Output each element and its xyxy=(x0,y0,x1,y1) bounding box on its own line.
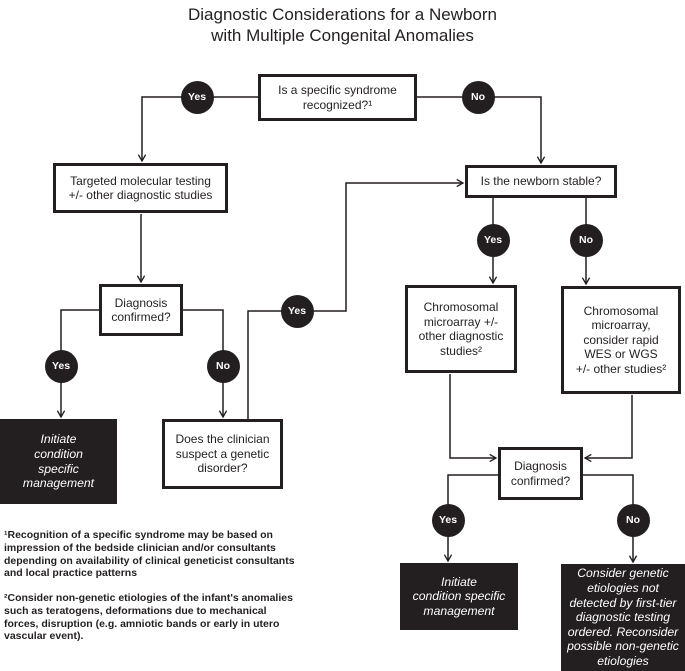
footnote-2: ²Consider non-genetic etiologies of the … xyxy=(4,592,293,643)
node-diagnosis-confirmed-left: Diagnosis confirmed? xyxy=(99,284,183,336)
node-syndrome-recognized: Is a specific syndrome recognized?¹ xyxy=(258,74,417,121)
node-clinician-suspect-genetic: Does the clinician suspect a genetic dis… xyxy=(162,419,283,489)
decision-no-diagnosis-left: No xyxy=(206,349,240,383)
connector-syndrome-yes-to-targeted xyxy=(137,96,259,163)
node-targeted-molecular-testing-label: Targeted molecular testing +/- other dia… xyxy=(68,173,213,203)
connector-microarray-to-diagnosis-right xyxy=(449,374,498,463)
node-consider-other-etiologies-label: Consider genetic etiologies not detected… xyxy=(567,566,679,668)
node-chromosomal-microarray-rapid-label: Chromosomal microarray, consider rapid W… xyxy=(575,303,667,376)
connector-clinician-yes-to-stable xyxy=(247,178,465,419)
decision-no-diagnosis-right: No xyxy=(616,503,650,537)
page-title: Diagnostic Considerations for a Newborn … xyxy=(188,5,497,45)
node-consider-other-etiologies: Consider genetic etiologies not detected… xyxy=(561,564,685,671)
decision-no-syndrome: No xyxy=(461,80,495,114)
node-diagnosis-confirmed-right-label: Diagnosis confirmed? xyxy=(510,459,571,488)
decision-yes-diagnosis-left: Yes xyxy=(44,349,78,383)
node-initiate-management-left: Initiate condition specific management xyxy=(0,419,117,504)
node-diagnosis-confirmed-left-label: Diagnosis confirmed? xyxy=(111,295,171,325)
decision-yes-stable: Yes xyxy=(476,223,510,257)
node-targeted-molecular-testing: Targeted molecular testing +/- other dia… xyxy=(53,163,228,213)
node-newborn-stable: Is the newborn stable? xyxy=(465,165,617,198)
node-chromosomal-microarray-label: Chromosomal microarray +/- other diagnos… xyxy=(418,300,504,358)
decision-yes-clinician: Yes xyxy=(280,294,314,328)
node-initiate-management-right: Initiate condition specific management xyxy=(400,563,518,630)
decision-yes-diagnosis-right: Yes xyxy=(431,503,465,537)
node-initiate-management-right-label: Initiate condition specific management xyxy=(412,574,506,618)
node-initiate-management-left-label: Initiate condition specific management xyxy=(22,432,95,491)
decision-no-stable: No xyxy=(569,223,603,257)
node-chromosomal-microarray: Chromosomal microarray +/- other diagnos… xyxy=(405,285,517,373)
connector-syndrome-no-to-stable xyxy=(417,96,546,165)
connector-microarray-rapid-to-diagnosis-right xyxy=(583,395,633,463)
node-newborn-stable-label: Is the newborn stable? xyxy=(480,174,602,189)
node-chromosomal-microarray-rapid: Chromosomal microarray, consider rapid W… xyxy=(561,286,681,394)
footnote-1: ¹Recognition of a specific syndrome may … xyxy=(4,529,295,580)
node-syndrome-recognized-label: Is a specific syndrome recognized?¹ xyxy=(278,83,397,112)
node-diagnosis-confirmed-right: Diagnosis confirmed? xyxy=(498,447,583,500)
node-clinician-suspect-genetic-label: Does the clinician suspect a genetic dis… xyxy=(175,432,270,476)
decision-yes-syndrome: Yes xyxy=(180,80,214,114)
